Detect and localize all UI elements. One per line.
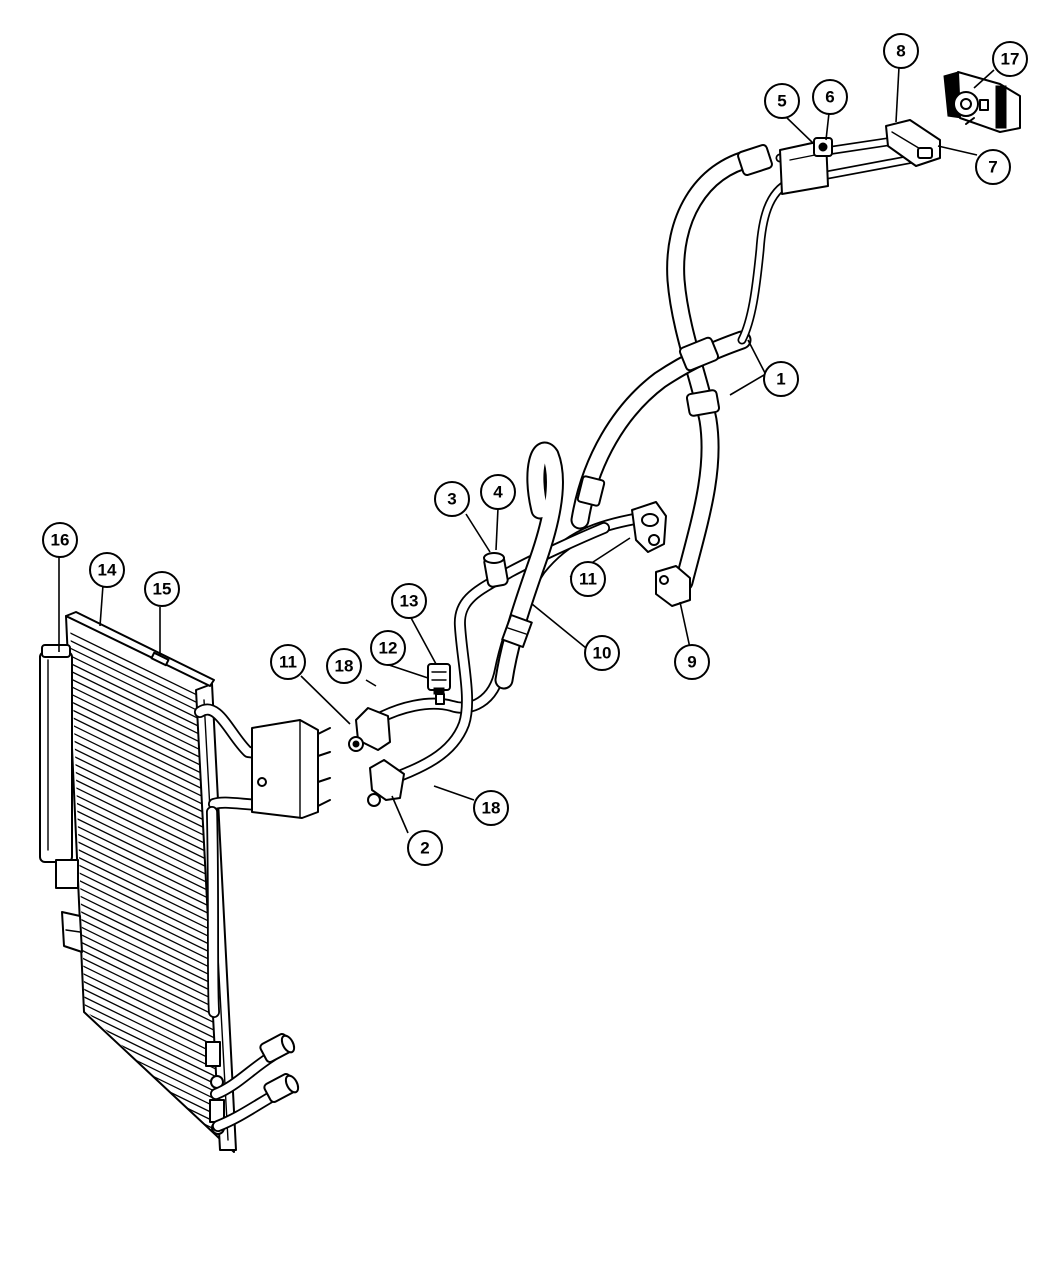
callout-12: 12 [370,630,406,666]
svg-text:1: 1 [776,370,785,389]
receiver-drier-icon [39,644,83,953]
svg-text:5: 5 [777,92,786,111]
svg-text:3: 3 [447,490,456,509]
callout-11-left: 11 [270,644,306,680]
condenser-lines-icon [194,703,331,1132]
svg-text:6: 6 [825,88,834,107]
callout-10: 10 [584,635,620,671]
callout-13: 13 [391,583,427,619]
callout-9: 9 [674,644,710,680]
svg-text:10: 10 [593,644,612,663]
svg-text:2: 2 [420,839,429,858]
callout-8: 8 [883,33,919,69]
callout-15: 15 [144,571,180,607]
svg-text:7: 7 [988,158,997,177]
callout-3: 3 [434,481,470,517]
hose-icon [494,441,564,690]
callout-18-lower: 18 [473,790,509,826]
svg-text:4: 4 [493,483,503,502]
svg-text:11: 11 [279,653,297,672]
callout-16: 16 [42,522,78,558]
callout-7: 7 [975,149,1011,185]
svg-text:16: 16 [51,531,70,550]
svg-text:15: 15 [153,580,172,599]
svg-text:11: 11 [579,570,597,589]
svg-text:17: 17 [1001,50,1020,69]
callout-4: 4 [480,474,516,510]
svg-text:18: 18 [335,657,354,676]
condenser-fin [70,961,230,1051]
svg-text:13: 13 [400,592,419,611]
svg-text:9: 9 [687,653,696,672]
service-cap-icon [483,552,509,588]
leader-18-upper [365,679,377,687]
condenser-fin [70,946,230,1036]
callout-5: 5 [764,83,800,119]
callout-17: 17 [992,41,1028,77]
callout-14: 14 [89,552,125,588]
callout-11-right: 11 [570,561,606,597]
condenser-fin [70,954,230,1044]
callout-6: 6 [812,79,848,115]
svg-text:8: 8 [896,42,905,61]
svg-text:18: 18 [482,799,501,818]
callout-18-upper: 18 [326,648,362,684]
callout-2: 2 [407,830,443,866]
pressure-switch-icon [427,663,451,705]
svg-text:12: 12 [379,639,398,658]
svg-text:14: 14 [98,561,117,580]
callout-1: 1 [763,361,799,397]
hose-assembly-icon [570,119,941,607]
expansion-valve-icon [943,71,1021,133]
